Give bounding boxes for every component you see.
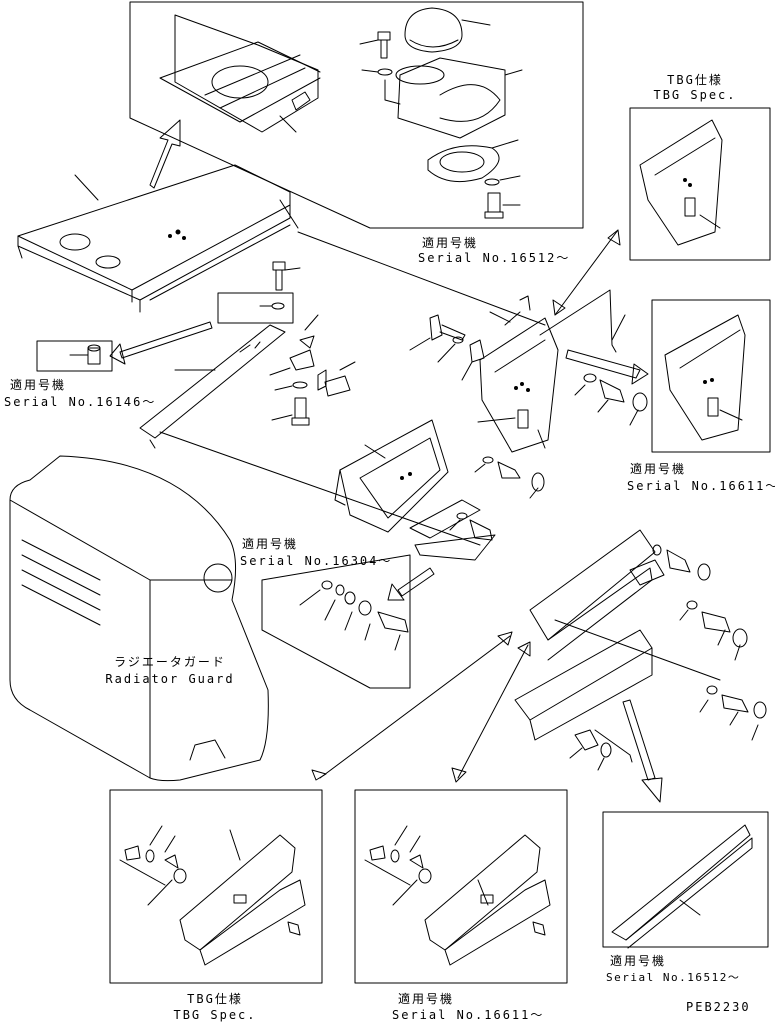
arrow-to-top-box xyxy=(149,119,181,189)
drawing-code: PEB2230 xyxy=(686,1000,751,1014)
radiator-guard-ja: ラジエータガード xyxy=(114,655,226,669)
tbg-spec-top-ja: TBG仕様 xyxy=(667,73,723,87)
left-small-parts xyxy=(36,261,356,449)
detail-box-top xyxy=(129,1,584,229)
serial-bottom-right-en: Serial No.16512～ xyxy=(606,971,741,984)
leader-line xyxy=(297,231,546,326)
serial-mid-en: Serial No.16304～ xyxy=(240,554,393,568)
tbg-spec-bottom-en: TBG Spec. xyxy=(173,1008,257,1022)
serial-bottom-right-ja: 適用号機 xyxy=(610,954,667,968)
leader-line xyxy=(554,619,721,681)
detail-box-tbg-bottom xyxy=(109,789,323,984)
detail-box-serial-16611-bottom xyxy=(354,789,568,984)
right-lower-parts xyxy=(311,529,767,803)
serial-mid-ja: 適用号機 xyxy=(242,537,299,551)
serial-top-en: Serial No.16512～ xyxy=(418,251,571,265)
detail-box-tbg-top xyxy=(629,107,771,261)
serial-right-ja: 適用号機 xyxy=(630,462,687,476)
center-plate xyxy=(409,229,649,453)
detail-box-serial-16512-bottom xyxy=(602,811,769,949)
serial-bottom-mid-ja: 適用号機 xyxy=(398,992,455,1006)
serial-right-en: Serial No.16611～ xyxy=(627,479,775,493)
middle-bracket xyxy=(261,419,545,689)
serial-top-ja: 適用号機 xyxy=(422,236,479,250)
tbg-spec-top-en: TBG Spec. xyxy=(653,88,737,102)
tbg-spec-bottom-ja: TBG仕様 xyxy=(187,992,243,1006)
serial-left-en: Serial No.16146～ xyxy=(4,395,157,409)
leader-line xyxy=(159,431,481,546)
serial-left-ja: 適用号機 xyxy=(10,378,67,392)
radiator-guard-en: Radiator Guard xyxy=(105,672,235,686)
main-frame xyxy=(17,164,299,313)
detail-box-serial-16611 xyxy=(651,299,771,453)
radiator-guard xyxy=(9,455,269,782)
serial-bottom-mid-en: Serial No.16611～ xyxy=(392,1008,545,1022)
